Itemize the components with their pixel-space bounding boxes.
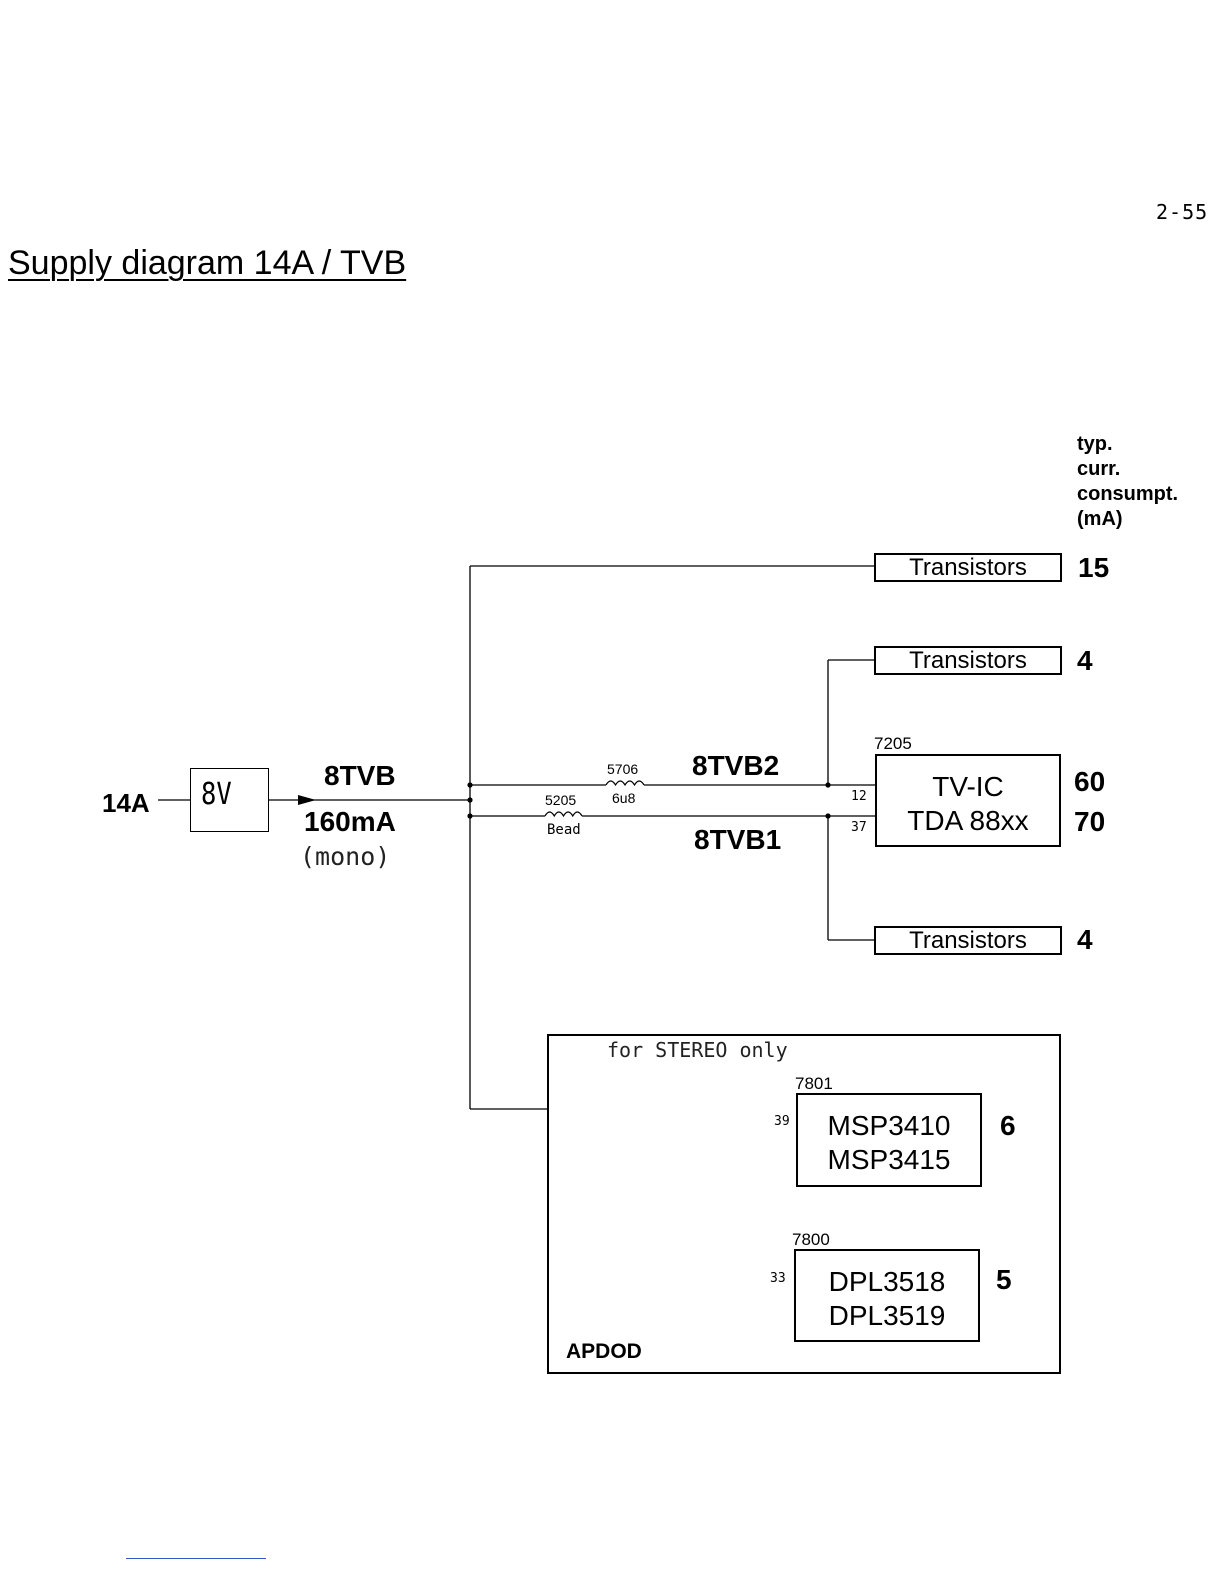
current-transistors-1: 15: [1078, 552, 1109, 584]
legend-line: (mA): [1077, 507, 1178, 532]
dpl-pin: 33: [770, 1271, 786, 1286]
transistors-box-1: Transistors: [874, 553, 1062, 582]
current-msp: 6: [1000, 1110, 1016, 1142]
junction-dot: [467, 797, 472, 802]
junction-dot: [467, 782, 472, 787]
coil-5706-icon: [606, 781, 644, 785]
arrow-icon: [298, 795, 316, 805]
junction-dot: [825, 782, 830, 787]
regulator-box: 8V: [190, 768, 269, 832]
current-dpl: 5: [996, 1264, 1012, 1296]
legend-line: consumpt.: [1077, 482, 1178, 507]
tvic-pin-a: 12: [851, 789, 867, 804]
dpl-ref: 7800: [792, 1230, 830, 1250]
footer-rule: [126, 1558, 266, 1559]
page-number: 2-55: [1156, 200, 1208, 224]
current-transistors-2: 4: [1077, 645, 1093, 677]
rail-8tvb2-label: 8TVB2: [692, 750, 779, 782]
stereo-note: for STEREO only: [607, 1038, 788, 1062]
rail-current-label: 160mA: [304, 806, 396, 838]
msp-pin: 39: [774, 1114, 790, 1129]
dpl-line2: DPL3519: [796, 1299, 978, 1333]
legend-line: curr.: [1077, 457, 1178, 482]
transistors-label: Transistors: [909, 554, 1027, 581]
coil-5706-ref: 5706: [607, 761, 638, 777]
current-tvic-a: 60: [1074, 766, 1105, 798]
junction-dot: [467, 813, 472, 818]
page-title: Supply diagram 14A / TVB: [8, 244, 406, 283]
msp-line2: MSP3415: [798, 1143, 980, 1177]
junction-dot: [825, 813, 830, 818]
transistors-box-3: Transistors: [874, 926, 1062, 955]
coil-5706-value: 6u8: [612, 790, 635, 806]
tvic-pin-b: 37: [851, 820, 867, 835]
transistors-box-2: Transistors: [874, 646, 1062, 675]
coil-5205-value: Bead: [547, 822, 581, 838]
tvic-line2: TDA 88xx: [877, 804, 1059, 838]
tvic-ref: 7205: [874, 734, 912, 754]
msp-ref: 7801: [795, 1074, 833, 1094]
coil-5205-ref: 5205: [545, 792, 576, 808]
msp-line1: MSP3410: [798, 1109, 980, 1143]
coil-5205-icon: [545, 812, 582, 816]
transistors-label: Transistors: [909, 927, 1027, 954]
tvic-box: TV-IC TDA 88xx: [875, 754, 1061, 847]
transistors-label: Transistors: [909, 647, 1027, 674]
msp-box: MSP3410 MSP3415: [796, 1093, 982, 1187]
current-legend: typ. curr. consumpt. (mA): [1077, 432, 1178, 532]
current-tvic-b: 70: [1074, 806, 1105, 838]
tvic-line1: TV-IC: [877, 770, 1059, 804]
rail-8tvb1-label: 8TVB1: [694, 824, 781, 856]
current-transistors-3: 4: [1077, 924, 1093, 956]
dpl-box: DPL3518 DPL3519: [794, 1249, 980, 1342]
dpl-line1: DPL3518: [796, 1265, 978, 1299]
legend-line: typ.: [1077, 432, 1178, 457]
rail-note-label: (mono): [300, 842, 390, 871]
rail-8tvb-label: 8TVB: [324, 760, 396, 792]
input-label: 14A: [102, 788, 150, 819]
module-name: APDOD: [566, 1340, 642, 1364]
regulator-label: 8V: [201, 777, 232, 812]
